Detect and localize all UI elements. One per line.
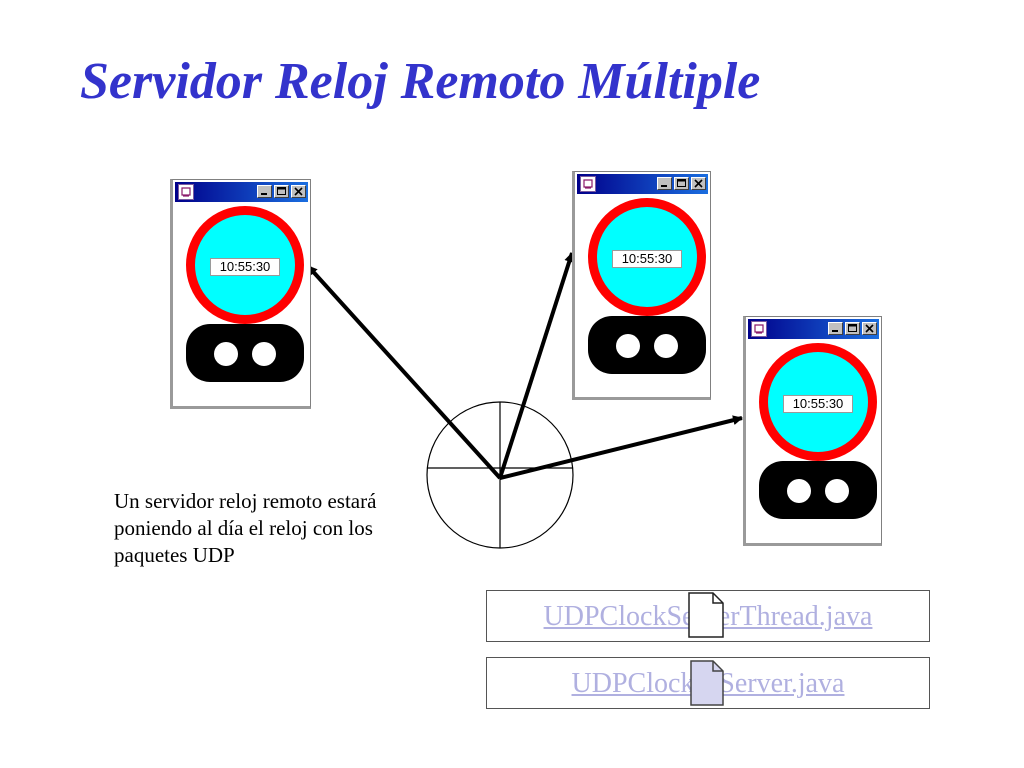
java-app-icon bbox=[580, 176, 596, 192]
base-dot-right bbox=[252, 342, 276, 366]
java-app-icon bbox=[751, 321, 767, 337]
time-display: 10:55:30 bbox=[210, 258, 280, 276]
clock-base bbox=[588, 316, 706, 374]
slide-title: Servidor Reloj Remoto Múltiple bbox=[80, 53, 761, 110]
window-titlebar[interactable] bbox=[748, 319, 879, 339]
clock-base bbox=[186, 324, 304, 382]
maximize-icon[interactable] bbox=[674, 177, 689, 190]
base-dot-right bbox=[654, 334, 678, 358]
base-dot-left bbox=[787, 479, 811, 503]
maximize-icon[interactable] bbox=[274, 185, 289, 198]
clock-base bbox=[759, 461, 877, 519]
minimize-icon[interactable] bbox=[828, 322, 843, 335]
java-app-icon bbox=[178, 184, 194, 200]
arrow-to-client-2 bbox=[498, 252, 575, 479]
maximize-icon[interactable] bbox=[845, 322, 860, 335]
arrow-to-client-3 bbox=[499, 415, 743, 480]
base-dot-right bbox=[825, 479, 849, 503]
server-globe-icon bbox=[426, 401, 574, 549]
window-titlebar[interactable] bbox=[577, 174, 708, 194]
close-icon[interactable] bbox=[291, 185, 306, 198]
time-display: 10:55:30 bbox=[783, 395, 853, 413]
close-icon[interactable] bbox=[862, 322, 877, 335]
window-titlebar[interactable] bbox=[175, 182, 308, 202]
arrow-to-client-1 bbox=[306, 264, 502, 480]
clock-window-1[interactable]: 10:55:30 bbox=[170, 179, 311, 409]
clock-window-3[interactable]: 10:55:30 bbox=[743, 316, 882, 546]
minimize-icon[interactable] bbox=[657, 177, 672, 190]
time-display: 10:55:30 bbox=[612, 250, 682, 268]
document-icon bbox=[690, 660, 724, 706]
base-dot-left bbox=[214, 342, 238, 366]
close-icon[interactable] bbox=[691, 177, 706, 190]
slide-caption: Un servidor reloj remoto estará poniendo… bbox=[114, 489, 377, 567]
document-icon bbox=[688, 592, 724, 638]
clock-window-2[interactable]: 10:55:30 bbox=[572, 171, 711, 400]
minimize-icon[interactable] bbox=[257, 185, 272, 198]
base-dot-left bbox=[616, 334, 640, 358]
